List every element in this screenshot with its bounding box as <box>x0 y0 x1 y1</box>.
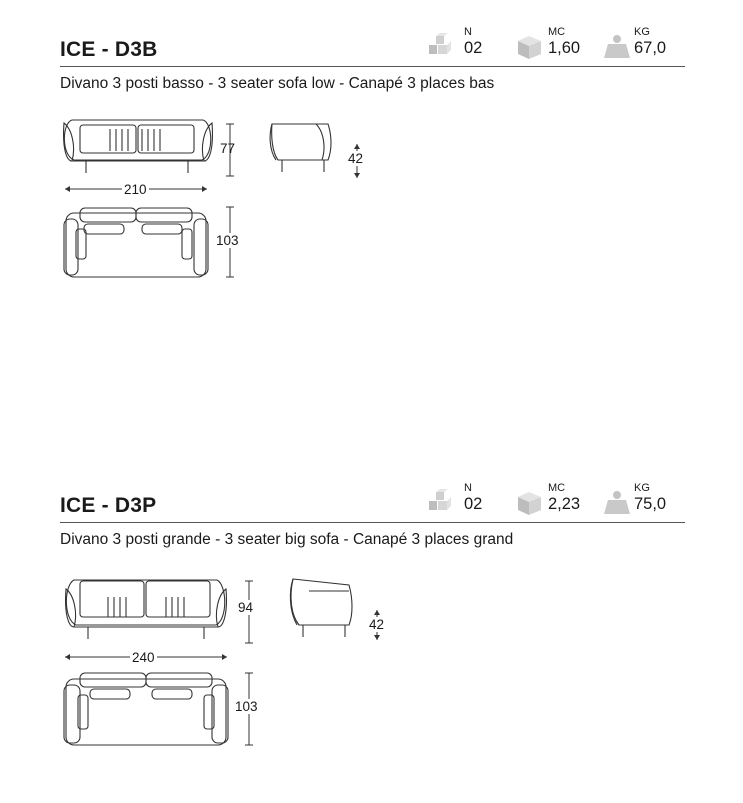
spec-weight: KG 67,0 <box>603 26 693 67</box>
side-view-drawing <box>289 578 353 637</box>
seat-height-label: 42 <box>348 151 364 166</box>
spec-value: 02 <box>464 39 483 57</box>
front-view-drawing <box>63 119 213 173</box>
width-label: 210 <box>122 182 149 197</box>
divider <box>60 66 685 67</box>
spec-packages: N 02 <box>427 26 517 67</box>
spec-value: 75,0 <box>634 495 667 513</box>
weight-icon <box>604 35 630 58</box>
spec-label: MC <box>548 482 566 494</box>
divider <box>60 522 685 523</box>
spec-value: 67,0 <box>634 39 667 57</box>
cube-icon <box>518 36 541 59</box>
depth-label: 103 <box>235 699 258 714</box>
spec-value: 1,60 <box>548 39 581 57</box>
spec-label: MC <box>548 26 566 38</box>
product-title: ICE - D3P <box>60 494 157 517</box>
height-label: 77 <box>220 141 236 156</box>
width-label: 240 <box>130 650 157 665</box>
product-d3b: ICE - D3B N 02 MC 1,60 KG 67,0 Divano 3 … <box>0 0 743 330</box>
top-view-drawing <box>63 672 229 746</box>
side-view-drawing <box>269 123 332 172</box>
product-subtitle: Divano 3 posti grande - 3 seater big sof… <box>60 531 514 548</box>
weight-icon <box>604 491 630 514</box>
height-label: 94 <box>238 600 254 615</box>
product-d3p: ICE - D3P N 02 MC 2,23 KG 75,0 Divano 3 … <box>0 456 743 786</box>
seat-height-label: 42 <box>369 617 385 632</box>
spec-label: N <box>464 26 472 38</box>
height-dimension-line <box>226 123 234 177</box>
spec-label: N <box>464 482 472 494</box>
spec-value: 02 <box>464 495 483 513</box>
spec-volume: MC 2,23 <box>515 482 605 523</box>
spec-label: KG <box>634 482 650 494</box>
spec-weight: KG 75,0 <box>603 482 693 523</box>
boxes-icon <box>429 33 451 54</box>
spec-volume: MC 1,60 <box>515 26 605 67</box>
product-subtitle: Divano 3 posti basso - 3 seater sofa low… <box>60 75 495 92</box>
spec-packages: N 02 <box>427 482 517 523</box>
front-view-drawing <box>65 579 227 639</box>
spec-value: 2,23 <box>548 495 581 513</box>
depth-label: 103 <box>216 233 239 248</box>
product-title: ICE - D3B <box>60 38 158 61</box>
boxes-icon <box>429 489 451 510</box>
cube-icon <box>518 492 541 515</box>
spec-label: KG <box>634 26 650 38</box>
top-view-drawing <box>63 207 209 278</box>
